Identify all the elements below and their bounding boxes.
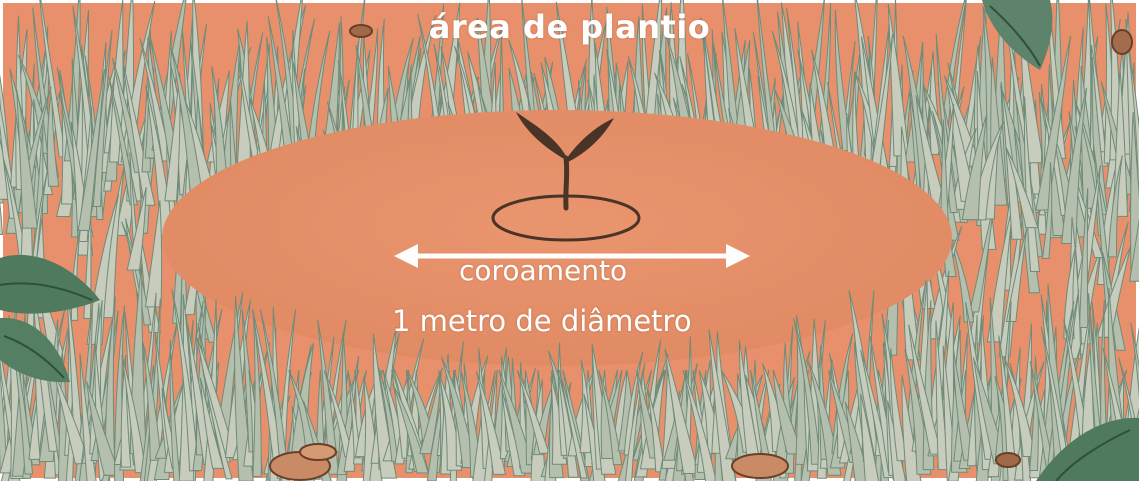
grass-blade [598,369,623,466]
arrow-head-right [726,244,750,268]
grass-blade [908,324,943,455]
clearing-ellipse [162,110,952,366]
grass-blade [1006,228,1028,322]
grass-blade [947,86,977,202]
grass-blade [756,0,781,175]
grass-blade [961,114,988,221]
grass-blade [750,369,772,466]
grass-blade [77,69,106,231]
grass-blade [202,369,233,480]
grass-blade [267,16,297,169]
leaf-left-upper-vein [0,282,93,301]
grass-blade [1079,188,1089,329]
grass-blade [1130,322,1139,400]
grass-blade [927,225,963,340]
grass-blade [952,349,976,461]
seedling-icon [491,112,641,242]
grass-blade [682,369,717,481]
double-arrow-icon [394,244,750,268]
grass-blade [238,58,263,174]
grass-blade [1107,155,1123,258]
grass-blade [998,335,1018,481]
grass-blade [887,3,910,157]
grass-blade [1035,35,1072,211]
grass-blade [1107,287,1128,458]
grass-blade [92,30,113,207]
stone-icon [269,24,1133,481]
grass-blade [1096,245,1132,338]
grass-blade [144,200,163,308]
area-label: área de plantio [428,8,711,46]
stone-top-right [1111,29,1133,55]
grass-blade [793,318,822,465]
leaf-left-lower-vein [3,335,65,379]
stone-top [349,24,373,38]
grass-blade [149,37,180,161]
grass-blade [1005,147,1039,229]
grass-blade [1081,333,1097,457]
grass-blade [1040,326,1073,481]
seedling-stem [563,155,570,211]
grass-blade [772,369,804,455]
grass-blade [104,296,116,476]
grass-blade [646,387,666,473]
grass-blade [860,393,880,481]
grass-blade [1003,356,1036,458]
grass-blade [1047,283,1069,465]
seedling-leaf-left [516,112,566,160]
grass-blade [1129,218,1139,282]
seedling-leaf-right [567,118,614,162]
leaf-left-upper [0,254,100,314]
grass-blade [142,342,162,461]
grass-blade [1041,162,1053,259]
coroamento-label: coroamento [459,254,628,287]
grass-blade [164,72,181,202]
grass-blade [169,339,181,481]
grass-blade [734,28,761,160]
grass-blade [39,0,67,158]
arrow-head-left [394,244,418,268]
grass-blade [323,370,354,458]
grass-blade [915,95,948,209]
grass-blade [0,199,4,236]
grass-blade [1063,244,1077,340]
grass-blade [86,194,120,345]
grass-blade [1061,87,1088,244]
grass-blade [171,288,200,472]
leaf-bottom-right [1036,417,1139,481]
leaf-bottom-right-vein [1055,429,1131,481]
grass-blade [170,48,205,209]
grass-blade [120,355,132,468]
stone-bottom-mid [731,453,789,479]
leaf-top-right-vein [989,5,1041,67]
grass-blade [664,348,699,474]
diameter-label: 1 metro de diâmetro [392,304,692,338]
grass-blade [0,367,8,470]
grass-blade [86,381,121,476]
grass-blade [259,309,290,481]
grass-blade [317,319,340,475]
grass-blade [16,88,38,229]
grass-blade [1130,112,1139,271]
grass-blade [475,371,507,475]
grass-blade [189,0,204,153]
grass-blade [126,186,147,271]
grass-blade [121,354,147,474]
grass-blade [516,369,550,454]
grass-blade [890,348,908,462]
stone-bottom-left-2 [299,443,337,461]
stone-bottom-right [995,452,1021,468]
